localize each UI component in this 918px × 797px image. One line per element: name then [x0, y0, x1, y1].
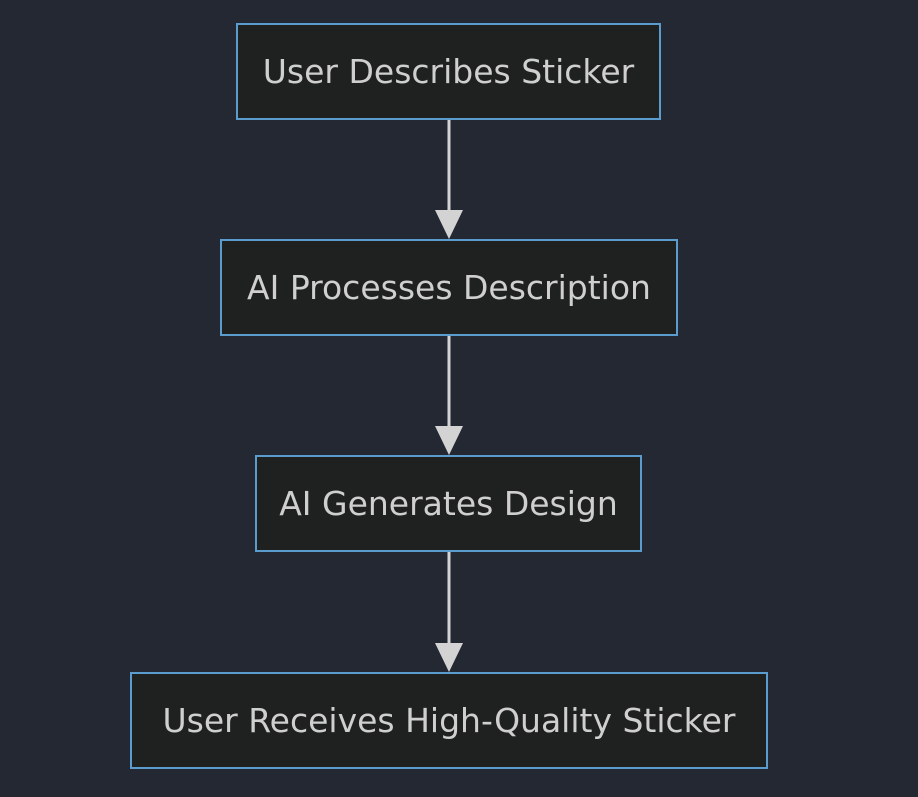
node-user-receives-sticker: User Receives High-Quality Sticker: [130, 672, 768, 769]
node-ai-processes-description: AI Processes Description: [220, 239, 678, 336]
edge-describe-to-process: [435, 120, 463, 239]
node-label: User Describes Sticker: [262, 52, 635, 91]
edge-generate-to-receive: [435, 552, 463, 672]
node-label: User Receives High-Quality Sticker: [162, 701, 736, 740]
node-label: AI Processes Description: [247, 268, 651, 307]
node-user-describes-sticker: User Describes Sticker: [236, 23, 661, 120]
arrowhead-icon: [435, 426, 463, 455]
node-label: AI Generates Design: [279, 484, 618, 523]
node-ai-generates-design: AI Generates Design: [255, 455, 642, 552]
arrowhead-icon: [435, 210, 463, 239]
arrowhead-icon: [435, 643, 463, 672]
edge-process-to-generate: [435, 336, 463, 455]
